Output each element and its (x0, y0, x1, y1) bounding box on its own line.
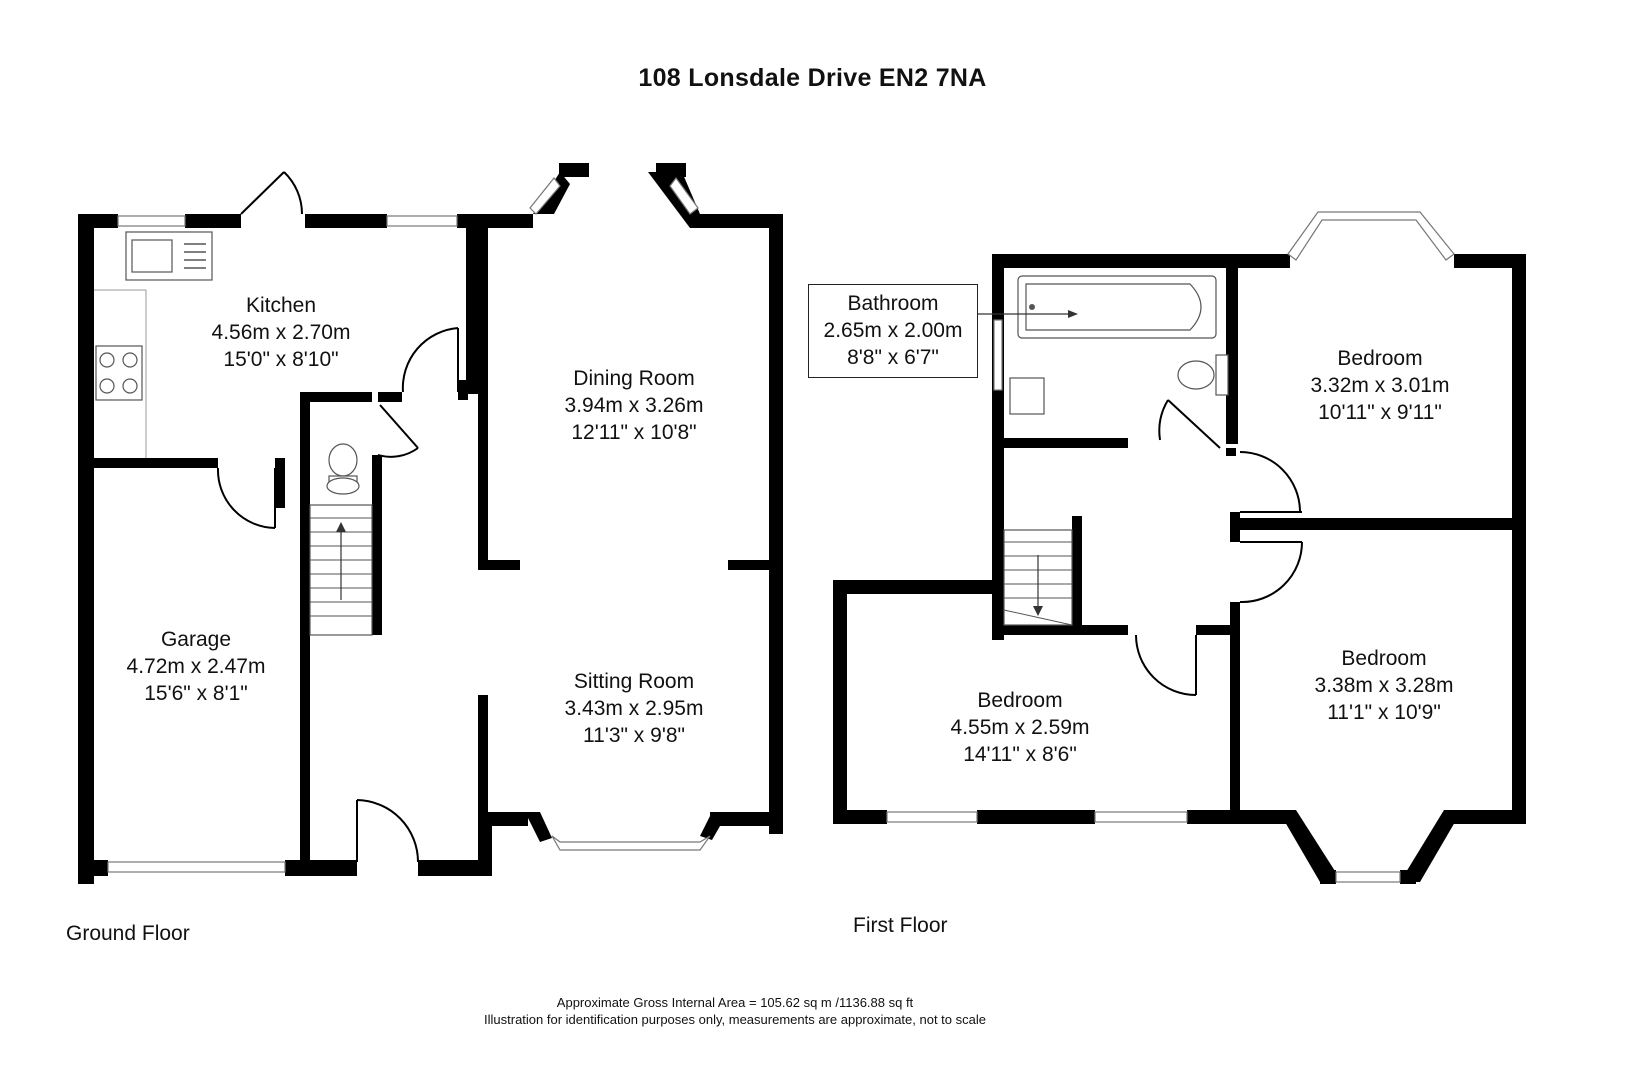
room-label-kitchen: Kitchen 4.56m x 2.70m 15'0" x 8'10" (212, 292, 351, 373)
first-floor-label: First Floor (853, 914, 948, 937)
ground-floor-fixtures (94, 231, 373, 636)
ground-floor-windows (107, 176, 711, 873)
room-name: Bathroom (847, 292, 939, 315)
room-imperial: 11'3" x 9'8" (583, 724, 685, 747)
room-label-sitting-room: Sitting Room 3.43m x 2.95m 11'3" x 9'8" (565, 668, 704, 749)
footer: Approximate Gross Internal Area = 105.62… (484, 994, 986, 1028)
gross-area-text: Approximate Gross Internal Area = 105.62… (556, 995, 914, 1010)
bathroom-callout-arrow (978, 310, 1078, 318)
room-metric: 4.72m x 2.47m (126, 655, 266, 678)
room-label-garage: Garage 4.72m x 2.47m 15'6" x 8'1" (127, 626, 266, 707)
room-label-bathroom: Bathroom 2.65m x 2.00m 8'8" x 6'7" (824, 290, 963, 371)
first-floor-fixtures (1003, 275, 1229, 626)
room-name: Dining Room (573, 367, 695, 390)
room-metric: 3.38m x 3.28m (1314, 674, 1454, 697)
room-metric: 3.32m x 3.01m (1310, 374, 1450, 397)
first-floor-windows (886, 211, 1455, 883)
room-label-bedroom-2: Bedroom 4.55m x 2.59m 14'11" x 8'6" (951, 687, 1090, 768)
room-metric: 4.55m x 2.59m (950, 716, 1090, 739)
room-name: Bedroom (977, 689, 1063, 712)
room-label-bedroom-3: Bedroom 3.38m x 3.28m 11'1" x 10'9" (1315, 645, 1454, 726)
plan-title: 108 Lonsdale Drive EN2 7NA (638, 64, 987, 92)
first-floor-walls (833, 254, 1526, 884)
ground-floor-walls (78, 163, 783, 884)
disclaimer-text: Illustration for identification purposes… (484, 1012, 986, 1027)
room-imperial: 15'6" x 8'1" (144, 682, 248, 705)
room-metric: 3.94m x 3.26m (564, 394, 704, 417)
room-imperial: 12'11" x 10'8" (571, 421, 697, 444)
room-imperial: 11'1" x 10'9" (1327, 701, 1441, 724)
bathroom-callout-box (808, 284, 978, 378)
ground-floor-doors (216, 171, 459, 863)
first-floor-doors (1135, 399, 1303, 696)
room-metric: 2.65m x 2.00m (823, 319, 963, 342)
room-label-dining-room: Dining Room 3.94m x 3.26m 12'11" x 10'8" (565, 365, 704, 446)
room-imperial: 10'11" x 9'11" (1318, 401, 1442, 424)
room-label-bedroom-1: Bedroom 3.32m x 3.01m 10'11" x 9'11" (1311, 345, 1450, 426)
ground-floor-label: Ground Floor (66, 922, 190, 945)
room-imperial: 14'11" x 8'6" (963, 743, 1077, 766)
room-metric: 4.56m x 2.70m (211, 321, 351, 344)
room-metric: 3.43m x 2.95m (564, 697, 704, 720)
room-name: Bedroom (1337, 347, 1423, 370)
room-name: Garage (160, 628, 232, 651)
room-imperial: 8'8" x 6'7" (847, 346, 939, 369)
room-imperial: 15'0" x 8'10" (223, 348, 339, 371)
room-name: Sitting Room (573, 670, 695, 693)
room-name: Bedroom (1341, 647, 1427, 670)
room-name: Kitchen (245, 294, 317, 317)
